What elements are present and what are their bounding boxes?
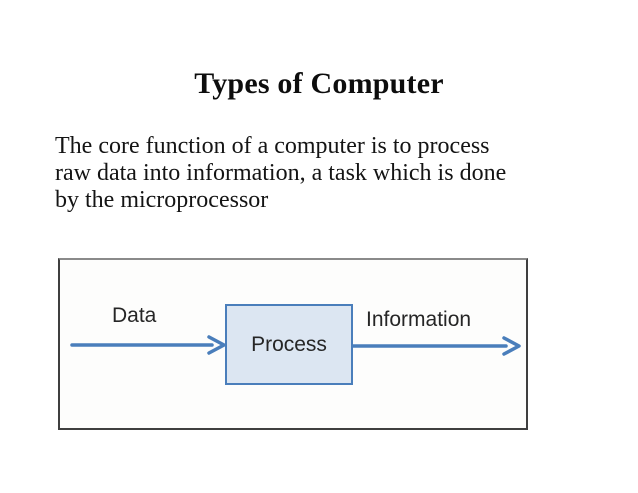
process-flow-diagram: Data Process Information <box>58 258 528 430</box>
body-text-line: The core function of a computer is to pr… <box>55 133 490 159</box>
process-box-label: Process <box>251 332 327 356</box>
flow-arrows <box>70 335 521 356</box>
information-label: Information <box>366 308 472 331</box>
slide-title: Types of Computer <box>194 67 444 100</box>
body-text-line: by the microprocessor <box>55 187 269 213</box>
data-label: Data <box>112 304 157 327</box>
input-arrowhead-icon <box>207 335 226 355</box>
output-arrowhead-icon <box>502 336 521 356</box>
body-text-line: raw data into information, a task which … <box>55 160 507 186</box>
process-box: Process <box>225 304 353 385</box>
body-text: The core function of a computer is to pr… <box>55 133 585 214</box>
